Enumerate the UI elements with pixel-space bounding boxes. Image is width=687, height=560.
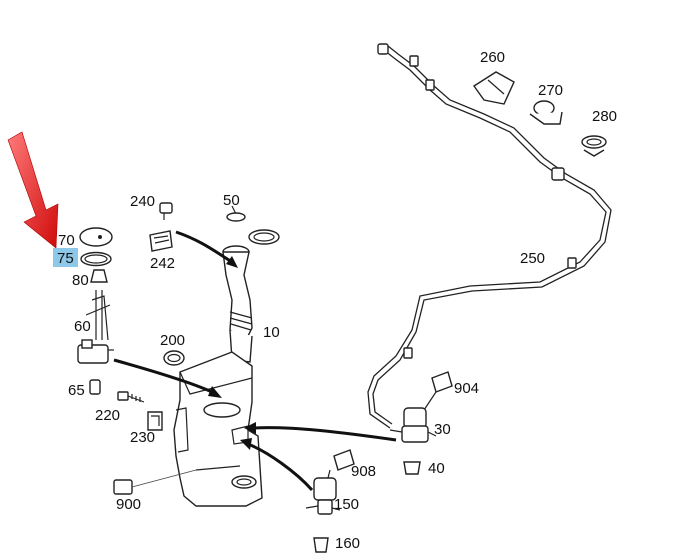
part-160-grommet: [313, 537, 329, 553]
part-40-grommet: [403, 461, 421, 475]
part-150-pump: [305, 469, 341, 515]
callout-labels: 70 75 80 60 65 220 230 240 242 50 10 200…: [53, 49, 617, 552]
part-200-grommet-ring: [163, 350, 185, 366]
part-260-bracket: [473, 71, 515, 105]
callout-80: 80: [72, 272, 89, 289]
callout-904: 904: [454, 380, 479, 397]
callout-242: 242: [150, 255, 175, 272]
part-220-screw: [117, 391, 145, 403]
part-242-bracket: [149, 230, 173, 252]
part-60-level-sensor: [77, 290, 114, 364]
part-75-seal-ring: [80, 251, 112, 267]
part-230-clip: [147, 411, 163, 431]
part-65-plug: [89, 379, 101, 395]
callout-220: 220: [95, 407, 120, 424]
callout-200: 200: [160, 332, 185, 349]
part-240-clip: [159, 202, 173, 220]
assembly-arrows: [113, 230, 397, 491]
part-80-grommet: [90, 269, 108, 283]
part-904-connector: [423, 371, 453, 411]
red-indicator-arrow: [7, 131, 59, 249]
callout-160: 160: [335, 535, 360, 552]
callout-75-highlight: [53, 248, 78, 267]
callout-75: 75: [57, 250, 74, 267]
callout-260: 260: [480, 49, 505, 66]
part-900-connector: [113, 469, 197, 495]
callout-240: 240: [130, 193, 155, 210]
callout-280: 280: [592, 108, 617, 125]
callout-50: 50: [223, 192, 240, 209]
callout-150: 150: [334, 496, 359, 513]
part-280-clamp: [581, 135, 607, 157]
part-908-connector: [333, 449, 355, 471]
callout-900: 900: [116, 496, 141, 513]
callout-40: 40: [428, 460, 445, 477]
part-70-cap: [79, 227, 113, 247]
callout-30: 30: [434, 421, 451, 438]
washer-fluid-tank: [173, 351, 263, 507]
callout-65: 65: [68, 382, 85, 399]
part-250-hose: [367, 43, 612, 429]
callout-230: 230: [130, 429, 155, 446]
callout-908: 908: [351, 463, 376, 480]
part-270-clip: [529, 100, 563, 125]
callout-270: 270: [538, 82, 563, 99]
callout-60: 60: [74, 318, 91, 335]
callout-10: 10: [263, 324, 280, 341]
callout-250: 250: [520, 250, 545, 267]
part-50-gasket: [226, 205, 280, 245]
part-30-pump: [389, 407, 437, 443]
callout-70: 70: [58, 232, 75, 249]
